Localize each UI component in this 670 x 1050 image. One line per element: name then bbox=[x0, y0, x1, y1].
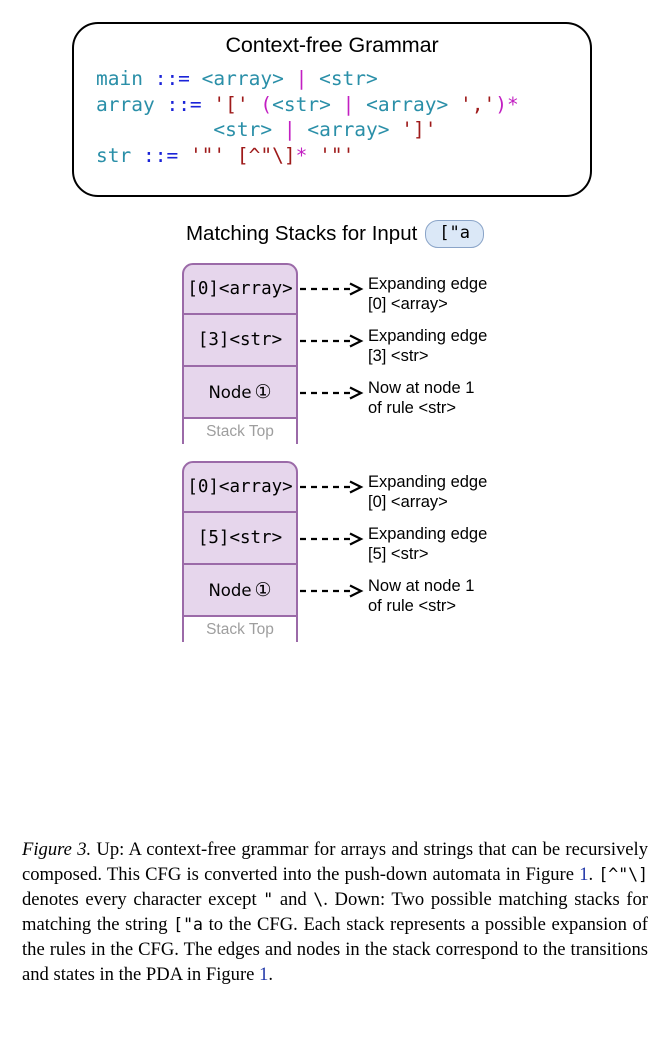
stack-annotation: Expanding edge[0] <array> bbox=[368, 473, 487, 512]
caption-code-backslash: \ bbox=[313, 889, 324, 909]
stack-top-label: Stack Top bbox=[182, 419, 298, 444]
grammar-token-nt: array bbox=[96, 92, 167, 116]
dashed-arrow-icon bbox=[300, 334, 366, 348]
grammar-token-lit: ',' bbox=[460, 92, 496, 116]
caption-figure-link-2[interactable]: 1 bbox=[259, 963, 269, 985]
annotation-line-1: Expanding edge bbox=[368, 275, 488, 293]
annotation-line-2: [0] <array> bbox=[368, 492, 448, 511]
annotation-line-1: Now at node 1 bbox=[368, 379, 475, 397]
stack-cell-text: [3]<str> bbox=[197, 330, 283, 350]
stack-cell: [0]<array> bbox=[182, 263, 298, 315]
stack-cell-text: [0]<array> bbox=[187, 477, 293, 497]
stack-annotation: Expanding edge[3] <str> bbox=[368, 327, 487, 366]
grammar-token-alt: * bbox=[295, 143, 320, 167]
caption-part-5: . Down: Two possible matching stacks for… bbox=[22, 888, 648, 935]
caption-part-3: denotes every character except bbox=[22, 888, 264, 910]
caption-figure-label: Figure 3. bbox=[22, 839, 92, 860]
matching-stacks-label: Matching Stacks for Input bbox=[185, 222, 418, 245]
stack-cell-node-number: ① bbox=[254, 579, 272, 601]
grammar-token-alt: | bbox=[295, 67, 320, 90]
grammar-line: main ::= <array> | <str> bbox=[96, 66, 590, 92]
caption-part-4: and bbox=[273, 888, 314, 910]
grammar-line: <str> | <array> ']' bbox=[96, 117, 590, 143]
caption-code-quote: " bbox=[263, 889, 274, 909]
dashed-arrow-icon bbox=[300, 584, 366, 598]
grammar-box: Context-free Grammar main ::= <array> | … bbox=[72, 22, 592, 197]
stack-annotation: Expanding edge[0] <array> bbox=[368, 275, 487, 314]
grammar-token-alt: ( bbox=[260, 92, 273, 116]
grammar-token-nt: main bbox=[96, 67, 155, 90]
dashed-arrow-icon bbox=[300, 532, 366, 546]
matching-stacks-header: Matching Stacks for Input ["a bbox=[0, 220, 670, 248]
annotation-line-1: Expanding edge bbox=[368, 473, 488, 491]
grammar-code: main ::= <array> | <str>array ::= '[' (<… bbox=[74, 66, 590, 168]
grammar-token-nt: <array> bbox=[366, 92, 460, 116]
grammar-token-alt: | bbox=[342, 92, 367, 116]
grammar-token-nt: <str> bbox=[213, 118, 284, 141]
stack-cell-text: [0]<array> bbox=[187, 279, 293, 299]
annotation-line-2: [3] <str> bbox=[368, 346, 429, 365]
grammar-token-lit: '"' bbox=[319, 143, 355, 167]
grammar-token-op: ::= bbox=[166, 92, 214, 116]
grammar-token-op: ::= bbox=[154, 67, 202, 90]
stack-annotation: Expanding edge[5] <str> bbox=[368, 525, 487, 564]
grammar-token-op: ::= bbox=[142, 143, 190, 167]
grammar-token-lit: ']' bbox=[401, 118, 437, 141]
annotation-line-2: [0] <array> bbox=[368, 294, 448, 313]
stack-top-label: Stack Top bbox=[182, 617, 298, 642]
grammar-token-alt: )* bbox=[495, 92, 519, 116]
stack-cell-node-label: Node bbox=[208, 382, 252, 402]
grammar-token-nt: <str> bbox=[319, 67, 378, 90]
grammar-token-lit: [^"\] bbox=[236, 143, 296, 167]
annotation-line-1: Expanding edge bbox=[368, 327, 488, 345]
stack-cell-node-label: Node bbox=[208, 580, 252, 600]
caption-code-charclass: [^"\] bbox=[598, 864, 649, 884]
annotation-line-1: Now at node 1 bbox=[368, 577, 475, 595]
stack-cell-text: [5]<str> bbox=[197, 528, 283, 548]
annotation-line-2: of rule <str> bbox=[368, 398, 457, 417]
input-string-badge: ["a bbox=[425, 220, 485, 248]
annotation-line-1: Expanding edge bbox=[368, 525, 488, 543]
stack-cell: [5]<str> bbox=[182, 513, 298, 565]
caption-part-7: . bbox=[268, 963, 274, 985]
stack-cell: [3]<str> bbox=[182, 315, 298, 367]
figure-caption: Figure 3. Up: A context-free grammar for… bbox=[22, 838, 648, 987]
grammar-title: Context-free Grammar bbox=[225, 33, 439, 57]
dashed-arrow-icon bbox=[300, 480, 366, 494]
stack-cell: [0]<array> bbox=[182, 461, 298, 513]
grammar-line: str ::= '"' [^"\]* '"' bbox=[96, 143, 590, 169]
grammar-token-lit: '"' bbox=[189, 143, 237, 167]
dashed-arrow-icon bbox=[300, 386, 366, 400]
annotation-line-2: [5] <str> bbox=[368, 544, 429, 563]
grammar-token-nt: <array> bbox=[201, 67, 296, 90]
stack-cell-node-number: ① bbox=[254, 381, 272, 403]
grammar-token-nt: <array> bbox=[307, 118, 402, 141]
caption-part-1: Up: A context-free grammar for arrays an… bbox=[22, 839, 648, 885]
caption-part-6: to the CFG. Each stack represents a poss… bbox=[22, 913, 648, 985]
annotation-line-2: of rule <str> bbox=[368, 596, 457, 615]
grammar-token-lit: '[' bbox=[213, 92, 261, 116]
grammar-line: array ::= '[' (<str> | <array> ',')* bbox=[96, 92, 590, 118]
caption-code-input: ["a bbox=[173, 914, 203, 934]
grammar-token-nt: str bbox=[96, 143, 143, 167]
caption-figure-link-1[interactable]: 1 bbox=[579, 863, 589, 885]
grammar-token-nt bbox=[96, 118, 213, 141]
grammar-token-nt: <str> bbox=[272, 92, 343, 116]
caption-part-2: . bbox=[588, 863, 599, 885]
dashed-arrow-icon bbox=[300, 282, 366, 296]
grammar-token-alt: | bbox=[283, 118, 308, 141]
